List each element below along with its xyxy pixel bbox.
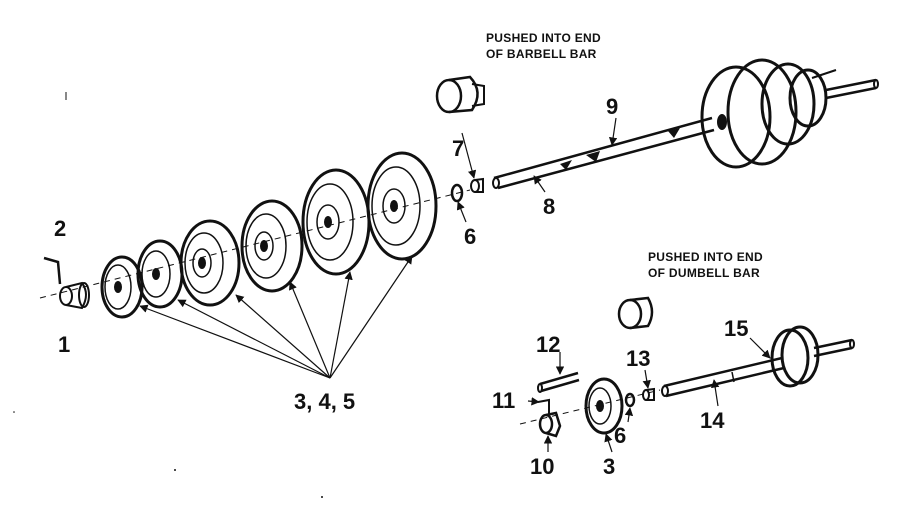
barbell-callout-leader [461, 132, 477, 179]
scan-specks [13, 92, 323, 498]
part-8-9-barbell-bar [492, 116, 715, 190]
part-11-clip [537, 398, 550, 414]
label-part-12: 12 [536, 332, 560, 357]
dumbell-callout-line2: OF DUMBELL BAR [648, 266, 760, 280]
label-part-7: 7 [452, 136, 464, 161]
leader-lines-3-4-5 [139, 255, 413, 379]
plate-medium-2 [240, 199, 304, 293]
dumbell-leaders [527, 337, 771, 453]
part-6-washer-dumbell [624, 392, 636, 408]
dumbell-assembled-end [770, 325, 855, 388]
part-7-end-cap [435, 75, 485, 193]
barbell-plates [100, 151, 438, 319]
label-parts-3-4-5: 3, 4, 5 [294, 389, 355, 414]
part-6-washer-barbell [450, 183, 464, 203]
label-part-15: 15 [724, 316, 748, 341]
part-2-lock-key [43, 256, 62, 285]
part-1-collar [59, 281, 90, 310]
plate-small-1 [100, 255, 144, 319]
label-part-13: 13 [626, 346, 650, 371]
label-part-8: 8 [543, 194, 555, 219]
label-part-6-upper: 6 [464, 224, 476, 249]
barbell-assembled-end [700, 58, 879, 169]
part-10-collar [538, 411, 562, 438]
barbell-callout-line2: OF BARBELL BAR [486, 47, 597, 61]
part-13-end-cap [617, 296, 655, 401]
label-part-3-lower: 3 [603, 454, 615, 479]
dumbell-callout-line1: PUSHED INTO END [648, 250, 763, 264]
plate-dumbell [584, 377, 624, 435]
part-14-15-dumbell-bar [661, 356, 785, 398]
dumbell-axis-line [519, 389, 661, 425]
part-12-pin [537, 371, 580, 393]
barbell-part-leaders [456, 117, 618, 223]
plate-medium-1 [179, 219, 241, 307]
text-labels: PUSHED INTO END OF BARBELL BAR PUSHED IN… [54, 31, 763, 479]
label-part-11: 11 [492, 388, 515, 413]
label-part-10: 10 [530, 454, 554, 479]
label-part-2: 2 [54, 216, 66, 241]
label-part-14: 14 [700, 408, 725, 433]
plate-small-2 [136, 239, 184, 309]
barbell-callout-line1: PUSHED INTO END [486, 31, 601, 45]
plate-large-2 [366, 151, 438, 261]
label-part-1: 1 [58, 332, 70, 357]
plate-large-1 [301, 168, 371, 276]
label-part-6-lower: 6 [614, 423, 626, 448]
label-part-9: 9 [606, 94, 618, 119]
